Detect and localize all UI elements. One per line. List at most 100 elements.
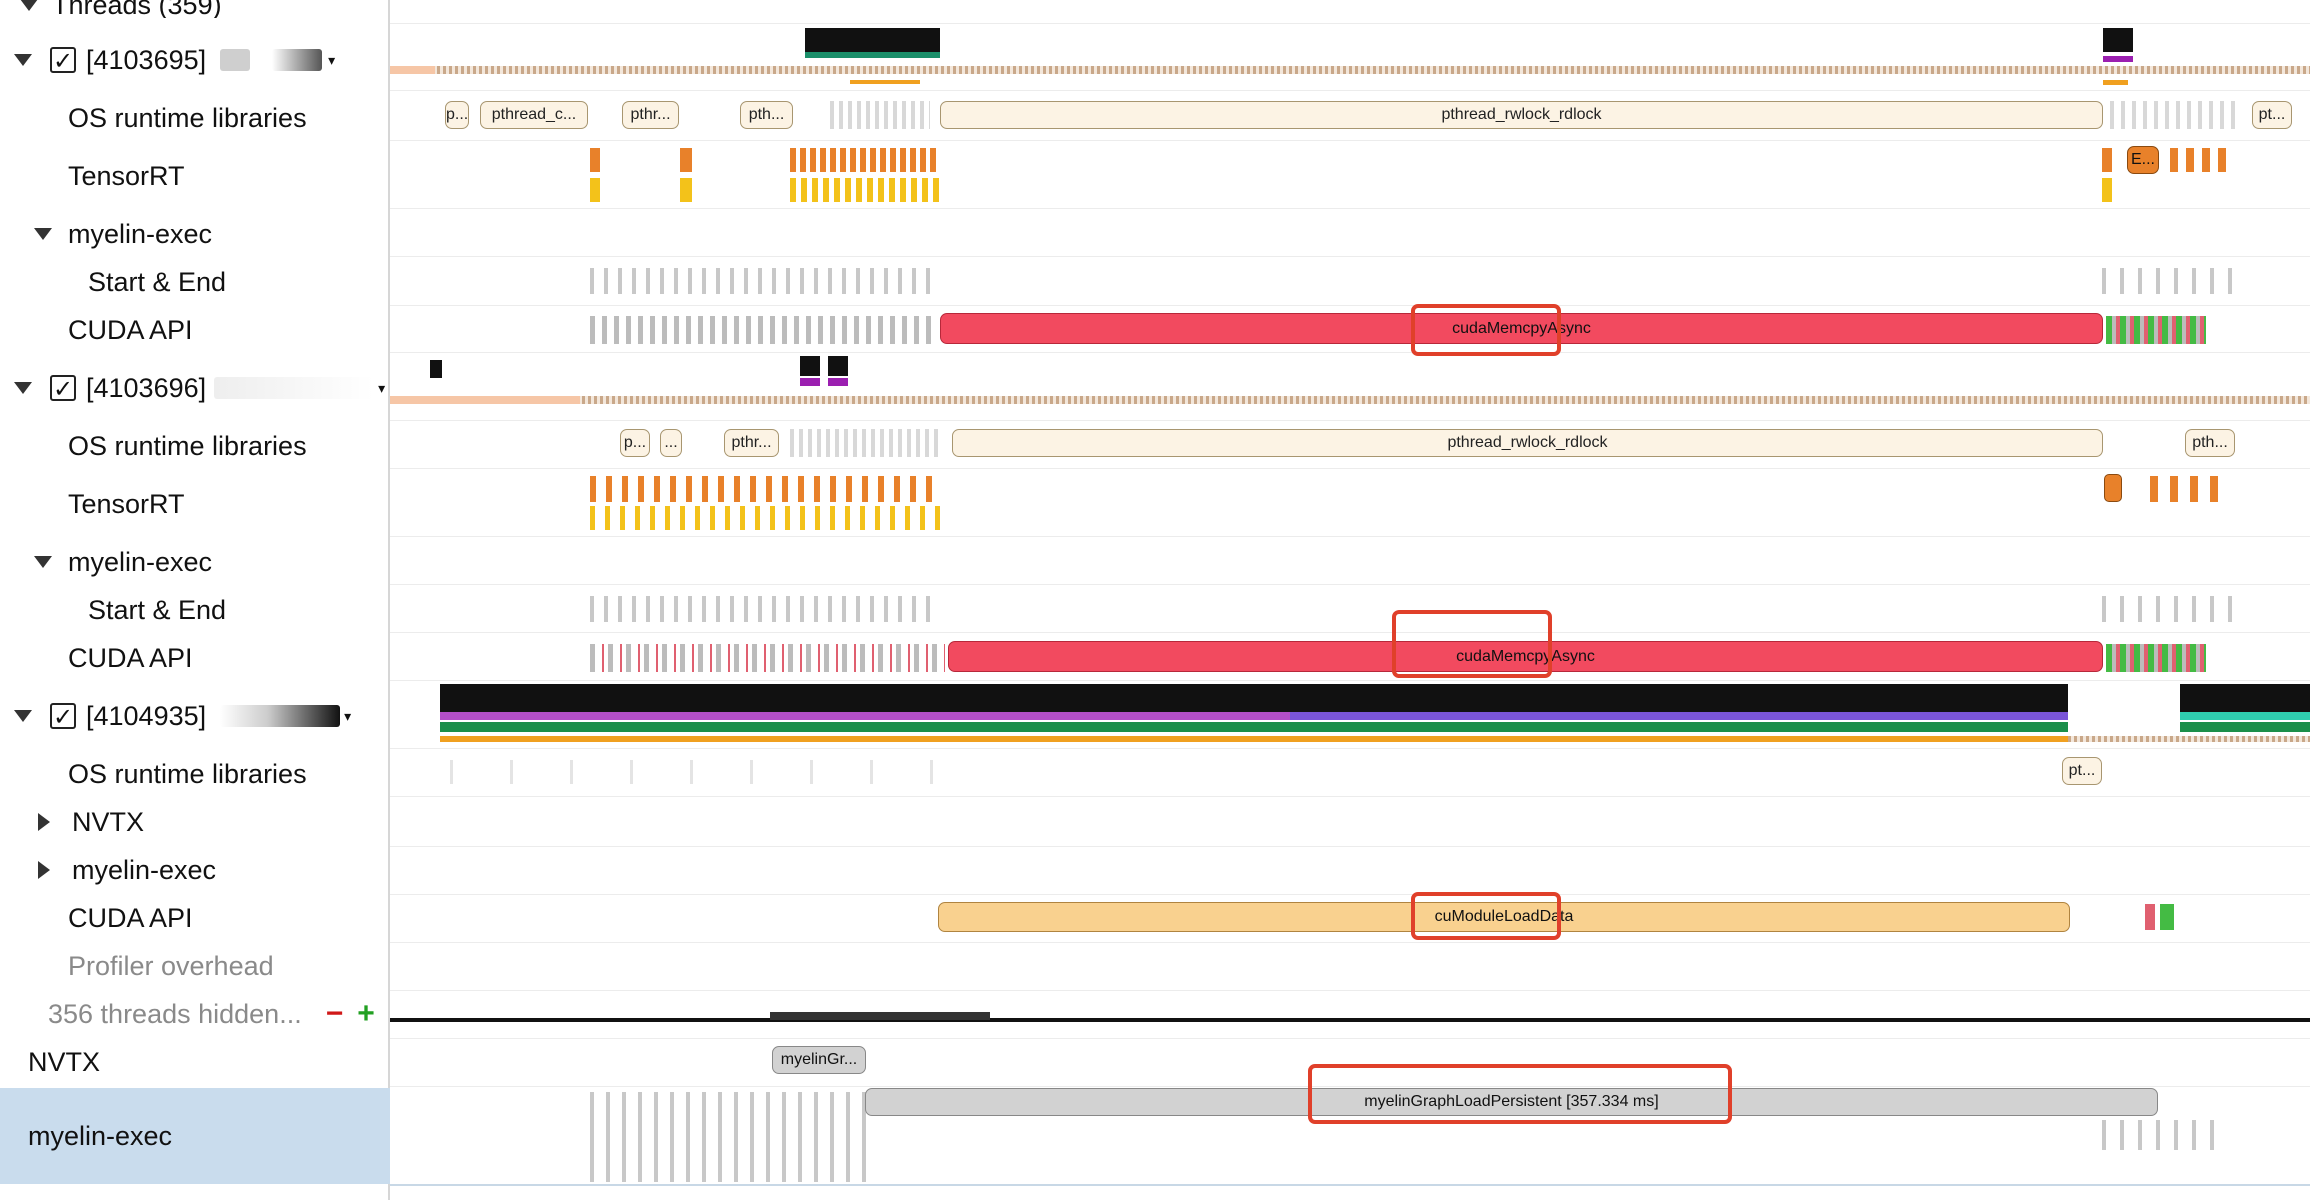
tensorrt-range[interactable] [790, 148, 940, 172]
thread-activity-burst [2180, 712, 2310, 720]
nvtx-range-bar[interactable]: myelinGr... [772, 1046, 866, 1074]
pthread-rwlock-bar[interactable]: pthread_rwlock_rdlock [940, 101, 2103, 129]
row-label: NVTX [72, 806, 145, 837]
row-myelin-exec[interactable]: myelin-exec [0, 850, 422, 890]
tensorrt-range[interactable] [2170, 148, 2230, 172]
os-call-bar[interactable]: pth... [2185, 429, 2235, 457]
row-cuda-api[interactable]: CUDA API [0, 638, 456, 678]
tensorrt-range[interactable] [590, 148, 600, 172]
os-call-bar[interactable]: pthread_c... [480, 101, 588, 129]
os-call-cluster [790, 429, 940, 457]
tensorrt-range[interactable]: E... [2127, 146, 2159, 174]
row-tensorrt[interactable]: TensorRT [0, 156, 456, 196]
highlight-box [1308, 1064, 1732, 1124]
row-label: OS runtime libraries [68, 102, 307, 133]
row-label: Start & End [88, 266, 227, 297]
plus-icon[interactable]: + [357, 997, 375, 1030]
start-end-marks [2102, 596, 2232, 622]
thread-id: [4103696] [86, 372, 207, 403]
tensorrt-range[interactable] [2150, 476, 2230, 502]
row-myelin-exec[interactable]: myelin-exec [0, 214, 422, 254]
row-start-end[interactable]: Start & End [0, 590, 476, 630]
disclosure-triangle-icon[interactable] [14, 54, 32, 66]
tensorrt-range[interactable] [2102, 178, 2112, 202]
row-myelin-exec[interactable]: myelin-exec [0, 542, 422, 582]
tensorrt-range[interactable] [680, 178, 692, 202]
cuda-api-calls [590, 316, 935, 344]
cuda-memcpy-async-bar[interactable]: cudaMemcpyAsync [948, 641, 2103, 672]
highlight-box [1411, 304, 1561, 356]
disclosure-triangle-icon[interactable] [14, 382, 32, 394]
thread-activity-burst [828, 378, 848, 386]
disclosure-triangle-icon[interactable] [34, 228, 52, 240]
checkbox-icon[interactable]: ✓ [50, 47, 76, 75]
cuda-api-calls [2106, 644, 2206, 672]
tensorrt-range[interactable] [590, 506, 940, 530]
os-call-bar[interactable]: pthr... [622, 101, 679, 129]
thread-row-4103695[interactable]: ✓ [4103695] ▾ [0, 40, 402, 80]
cu-module-load-data-bar[interactable]: cuModuleLoadData [938, 902, 2070, 932]
row-nvtx-global[interactable]: NVTX [0, 1042, 416, 1082]
myelin-graph-load-bar[interactable]: myelinGraphLoadPersistent [357.334 ms] [865, 1088, 2158, 1116]
timeline-panel[interactable]: p... pthread_c... pthr... pth... pthread… [390, 0, 2310, 1200]
checkbox-icon[interactable]: ✓ [50, 375, 76, 403]
dropdown-arrow-icon[interactable]: ▾ [378, 379, 386, 396]
thread-activity-burst [2180, 684, 2310, 712]
thread-row-4103696[interactable]: ✓ [4103696] ▾ [0, 368, 402, 408]
tensorrt-range[interactable] [590, 178, 600, 202]
cuda-api-calls [2106, 316, 2206, 344]
thread-id: [4103695] [86, 44, 207, 75]
tensorrt-range[interactable] [790, 178, 940, 202]
os-call-bar[interactable]: pt... [2062, 757, 2102, 785]
disclosure-triangle-icon[interactable] [34, 556, 52, 568]
row-tensorrt[interactable]: TensorRT [0, 484, 456, 524]
row-myelin-exec-global[interactable]: myelin-exec [0, 1088, 416, 1184]
row-cuda-api[interactable]: CUDA API [0, 310, 456, 350]
tensorrt-range[interactable] [590, 476, 940, 502]
thread-activity-strip [2068, 736, 2310, 742]
os-call-bar[interactable]: pt... [2252, 101, 2292, 129]
row-os-runtime[interactable]: OS runtime libraries [0, 98, 456, 138]
hidden-threads-row: 356 threads hidden... − + [0, 994, 436, 1034]
disclosure-triangle-icon[interactable] [14, 710, 32, 722]
tensorrt-range[interactable] [2104, 474, 2122, 502]
row-os-runtime[interactable]: OS runtime libraries [0, 754, 456, 794]
thread-activity-burst [2103, 80, 2128, 85]
row-label: OS runtime libraries [68, 758, 307, 789]
dropdown-arrow-icon[interactable]: ▾ [328, 51, 336, 68]
row-cuda-api[interactable]: CUDA API [0, 898, 456, 938]
thread-activity-burst [440, 684, 2068, 712]
redacted-name [220, 705, 341, 727]
row-label: myelin-exec [28, 1120, 173, 1151]
tensorrt-range[interactable] [680, 148, 692, 172]
thread-activity-burst [440, 722, 2068, 732]
row-label: Profiler overhead [68, 950, 274, 981]
dropdown-arrow-icon[interactable]: ▾ [344, 707, 352, 724]
thread-activity-burst [828, 356, 848, 376]
thread-activity-burst [2103, 28, 2133, 52]
row-profiler-overhead[interactable]: Profiler overhead [0, 946, 456, 986]
disclosure-triangle-icon[interactable] [20, 0, 38, 11]
thread-activity-burst [1290, 712, 2068, 720]
os-call-bar[interactable]: pthr... [724, 429, 779, 457]
os-call-bar[interactable]: p... [445, 101, 469, 129]
os-call-bar[interactable]: ... [660, 429, 682, 457]
row-start-end[interactable]: Start & End [0, 262, 476, 302]
thread-row-4104935[interactable]: ✓ [4104935] ▾ [0, 696, 402, 736]
cuda-api-calls [590, 644, 945, 672]
tensorrt-range[interactable] [2102, 148, 2112, 172]
row-os-runtime[interactable]: OS runtime libraries [0, 426, 456, 466]
disclosure-triangle-icon[interactable] [38, 813, 50, 831]
myelin-exec-marks [590, 1092, 870, 1182]
row-nvtx[interactable]: NVTX [0, 802, 422, 842]
os-call-bar[interactable]: p... [620, 429, 650, 457]
pthread-rwlock-bar[interactable]: pthread_rwlock_rdlock [952, 429, 2103, 457]
os-call-bar[interactable]: pth... [740, 101, 793, 129]
disclosure-triangle-icon[interactable] [38, 861, 50, 879]
row-label: Start & End [88, 594, 227, 625]
checkbox-icon[interactable]: ✓ [50, 703, 76, 731]
row-label: myelin-exec [72, 854, 217, 885]
threads-header-row[interactable]: Threads (359) [0, 0, 408, 18]
cuda-memcpy-async-bar[interactable]: cudaMemcpyAsync [940, 313, 2103, 344]
minus-icon[interactable]: − [325, 997, 344, 1030]
